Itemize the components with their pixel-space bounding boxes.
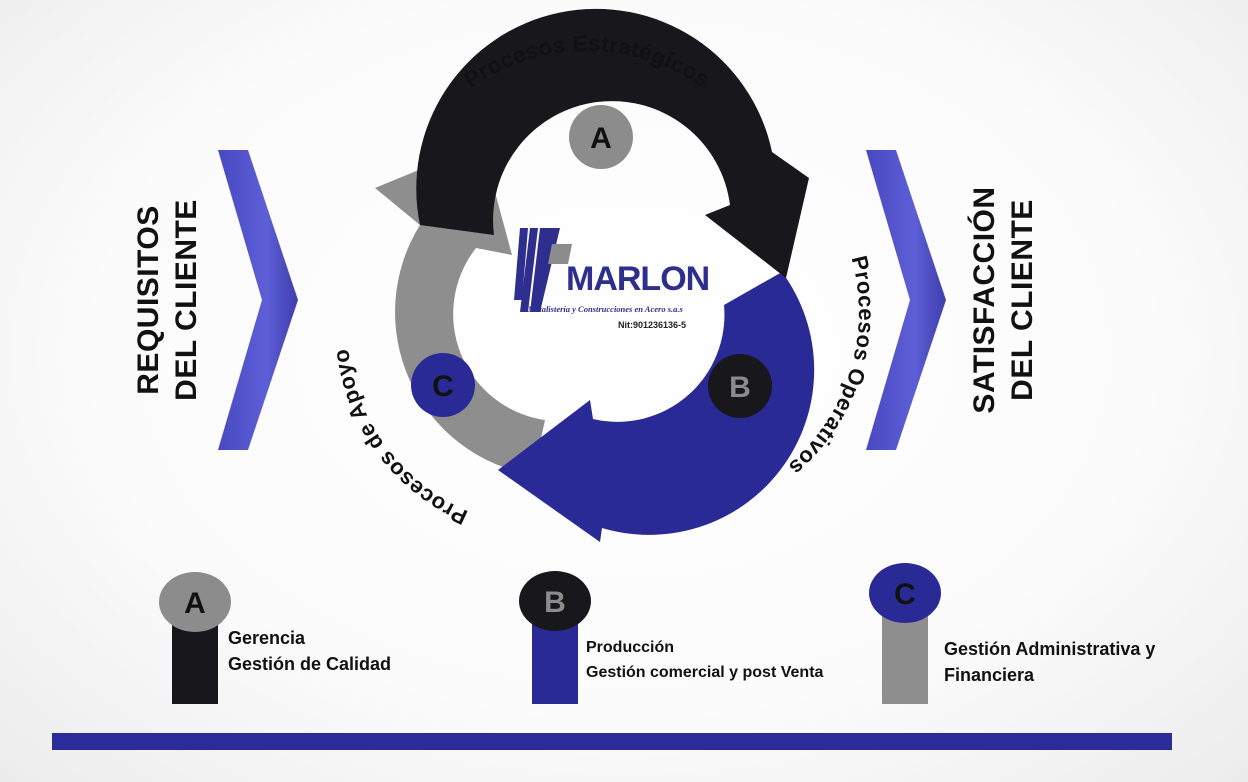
legend-c-badge: C <box>894 578 916 611</box>
requirements-chevron <box>218 150 298 450</box>
logo-subtitle: Metalistería y Construcciones en Acero s… <box>527 304 684 314</box>
legend-b-badge: B <box>544 586 566 619</box>
badge-a-circle <box>569 105 633 169</box>
legend-a-bar <box>172 620 218 704</box>
logo-mark-icon <box>514 228 528 300</box>
legend-c-bar <box>882 612 928 704</box>
badge-c-circle <box>411 353 475 417</box>
satisfaction-label: SATISFACCIÓN <box>967 186 1001 413</box>
badge-b-circle <box>708 354 772 418</box>
badge-c: C <box>432 370 454 403</box>
legend-b-bar <box>532 620 578 704</box>
company-logo: MARLON Metalistería y Construcciones en … <box>514 228 710 330</box>
operative-process-arrow <box>498 272 815 542</box>
legend-c-badge-circle <box>869 563 941 623</box>
legend-a-line1: Gerencia <box>228 628 306 648</box>
legend-a-line2: Gestión de Calidad <box>228 654 391 674</box>
strategic-process-arrow <box>416 8 809 279</box>
requirements-label: REQUISITOS <box>132 205 165 394</box>
legend-b-badge-circle <box>519 571 591 631</box>
legend-c-line1: Gestión Administrativa y <box>944 639 1155 659</box>
legend-a-badge-circle <box>159 572 231 632</box>
legend-b-line2: Gestión comercial y post Venta <box>586 664 824 681</box>
satisfaction-chevron <box>866 150 946 450</box>
legend-b-line1: Producción <box>586 639 674 656</box>
bottom-bar <box>52 733 1172 750</box>
badge-b: B <box>729 371 751 404</box>
legend-c-line2: Financiera <box>944 665 1035 685</box>
logo-nit: Nit:901236136-5 <box>618 320 686 330</box>
logo-name: MARLON <box>566 260 709 298</box>
badge-a: A <box>590 122 612 155</box>
requirements-label-line2: DEL CLIENTE <box>170 199 203 401</box>
satisfaction-label-line2: DEL CLIENTE <box>1006 199 1039 401</box>
legend-a-badge: A <box>184 587 206 620</box>
